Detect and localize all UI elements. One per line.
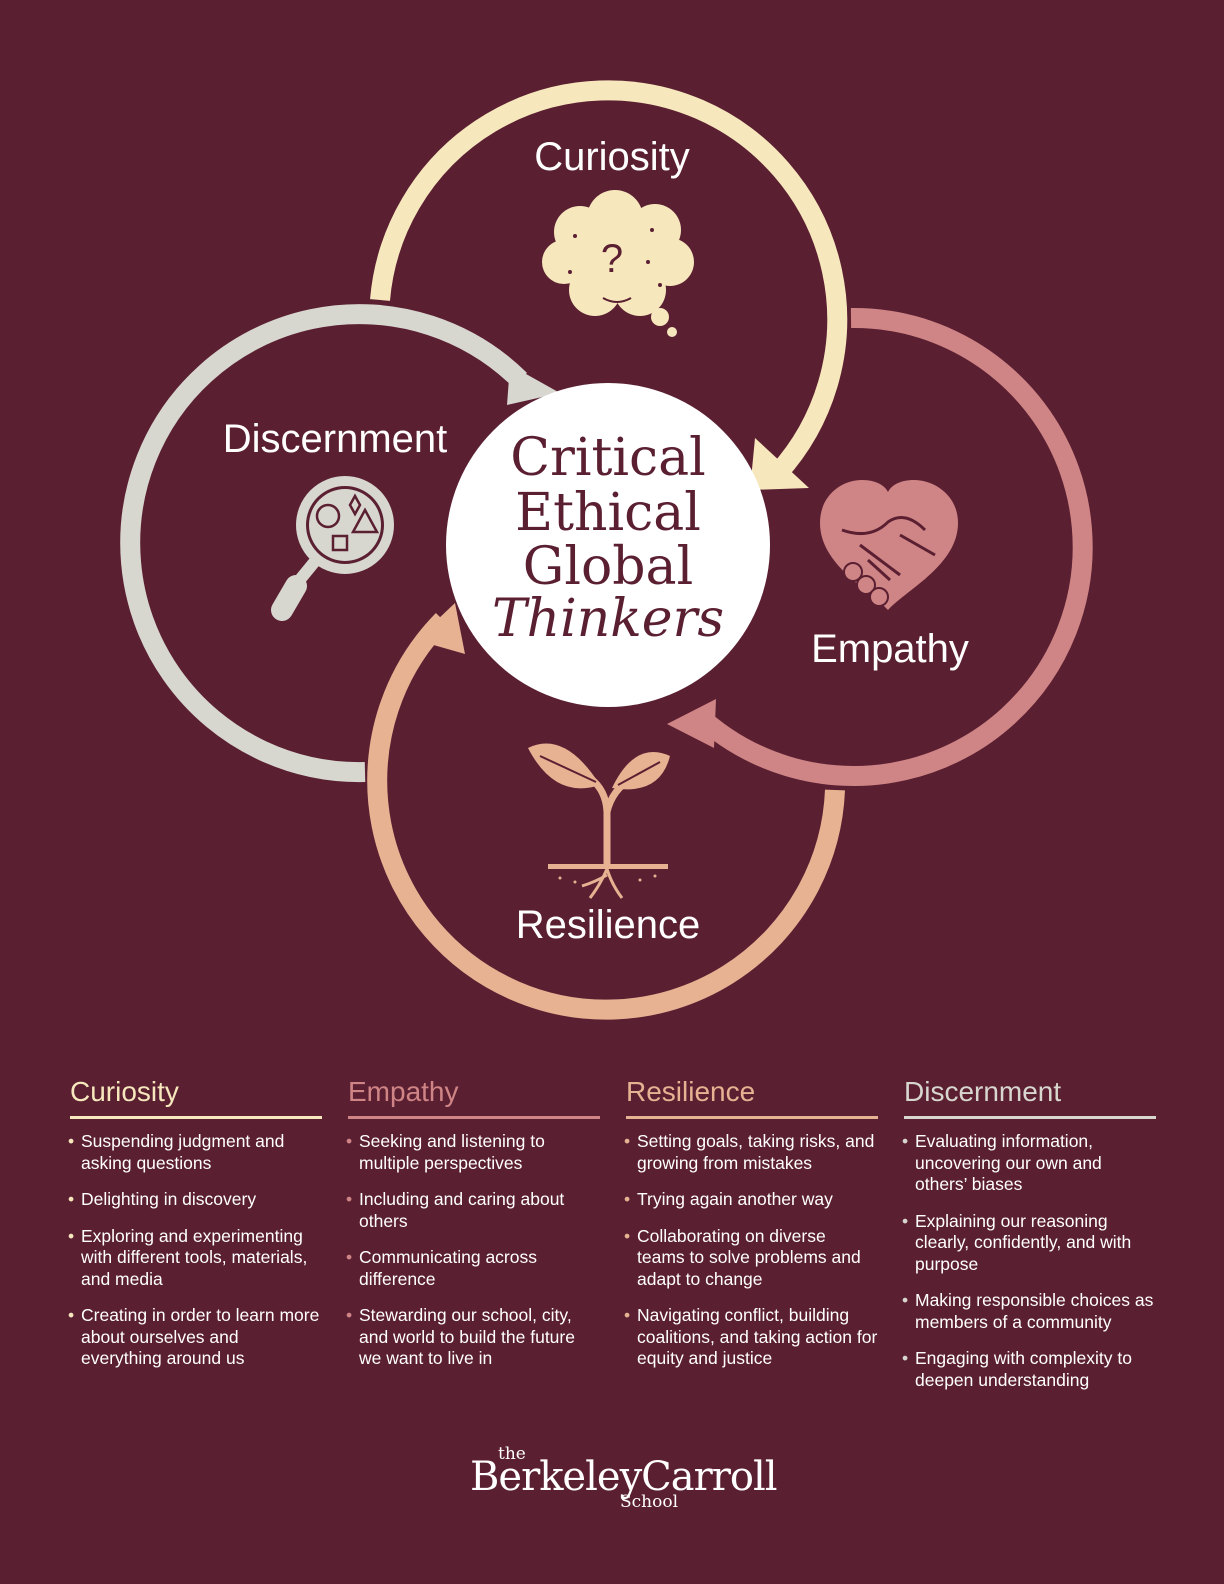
curiosity-arrow [750, 438, 809, 490]
heart-handshake-icon [820, 480, 958, 610]
list-item: Suspending judgment and asking questions [68, 1131, 322, 1174]
column-list: Setting goals, taking risks, and growing… [624, 1131, 878, 1370]
list-item: Collaborating on diverse teams to solve … [624, 1226, 878, 1291]
column-discernment: Discernment Evaluating information, unco… [902, 1076, 1156, 1406]
empathy-label: Empathy [811, 627, 969, 671]
list-item: Seeking and listening to multiple perspe… [346, 1131, 600, 1174]
column-list: Evaluating information, uncovering our o… [902, 1131, 1156, 1391]
list-item: Explaining our reasoning clearly, confid… [902, 1211, 1156, 1276]
cycle-diagram: Critical Ethical Global Thinkers Curiosi… [120, 80, 1093, 1020]
discernment-label: Discernment [223, 417, 448, 461]
center-line-ethical: Ethical [515, 483, 701, 543]
discernment-arrow [507, 365, 560, 405]
list-item: Making responsible choices as members of… [902, 1290, 1156, 1333]
list-item: Exploring and experimenting with differe… [68, 1226, 322, 1291]
list-item: Evaluating information, uncovering our o… [902, 1131, 1156, 1196]
logo-brand: BerkeleyCarroll [470, 1454, 778, 1500]
center-circle [446, 383, 770, 707]
list-item: Trying again another way [624, 1189, 878, 1211]
column-title: Empathy [348, 1076, 600, 1119]
curiosity-ring [370, 80, 848, 480]
resilience-label: Resilience [516, 903, 701, 947]
column-curiosity: Curiosity Suspending judgment and asking… [68, 1076, 322, 1406]
magnifying-glass-shapes-icon [271, 476, 394, 621]
svg-text:?: ? [601, 237, 623, 281]
list-item: Stewarding our school, city, and world t… [346, 1305, 600, 1370]
thought-cloud-question-icon: ? [542, 190, 694, 337]
list-item: Including and caring about others [346, 1189, 600, 1232]
column-title: Curiosity [70, 1076, 322, 1119]
empathy-ring [690, 307, 1093, 786]
empathy-arrow [667, 699, 716, 748]
resilience-ring [367, 612, 845, 1020]
column-title: Resilience [626, 1076, 878, 1119]
column-title: Discernment [904, 1076, 1156, 1119]
column-empathy: Empathy Seeking and listening to multipl… [346, 1076, 600, 1406]
school-logo: the BerkeleyCarroll School [470, 1440, 778, 1520]
sprout-icon [528, 743, 670, 899]
column-list: Seeking and listening to multiple perspe… [346, 1131, 600, 1370]
list-item: Setting goals, taking risks, and growing… [624, 1131, 878, 1174]
list-item: Navigating conflict, building coalitions… [624, 1305, 878, 1370]
discernment-ring [120, 304, 528, 783]
logo-school: School [620, 1492, 679, 1512]
logo-the: the [498, 1444, 526, 1464]
column-list: Suspending judgment and asking questions… [68, 1131, 322, 1370]
center-line-thinkers: Thinkers [492, 589, 724, 649]
center-line-critical: Critical [510, 428, 706, 488]
resilience-arrow [416, 603, 465, 654]
column-resilience: Resilience Setting goals, taking risks, … [624, 1076, 878, 1406]
list-item: Communicating across difference [346, 1247, 600, 1290]
list-item: Creating in order to learn more about ou… [68, 1305, 322, 1370]
center-line-global: Global [523, 537, 693, 597]
curiosity-label: Curiosity [534, 135, 690, 179]
list-item: Delighting in discovery [68, 1189, 322, 1211]
list-item: Engaging with complexity to deepen under… [902, 1348, 1156, 1391]
values-columns: Curiosity Suspending judgment and asking… [68, 1076, 1160, 1406]
